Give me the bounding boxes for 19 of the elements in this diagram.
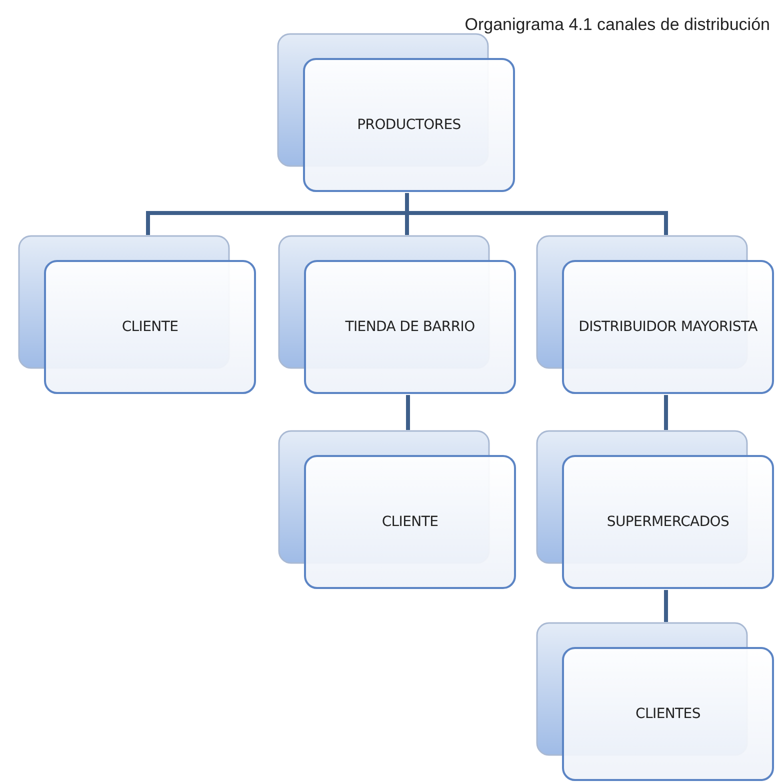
box-label: TIENDA DE BARRIO [345, 319, 475, 335]
org-chart-box [536, 235, 775, 395]
box-label: CLIENTE [122, 319, 178, 335]
connector-line [664, 590, 668, 622]
box-label: CLIENTES [636, 706, 700, 722]
org-chart-box [278, 235, 517, 395]
org-chart-box [536, 430, 775, 590]
box-label: CLIENTE [382, 514, 438, 530]
box-label: PRODUCTORES [357, 117, 461, 133]
box-label: SUPERMERCADOS [606, 514, 730, 530]
org-chart-box [18, 235, 257, 395]
org-chart-box [278, 430, 517, 590]
connector-line [664, 395, 668, 430]
chart-title: Organigrama 4.1 canales de distribución [464, 15, 770, 35]
connector-line [406, 395, 410, 430]
org-chart-box [536, 622, 775, 782]
box-label: DISTRIBUIDOR MAYORISTA [578, 319, 758, 335]
connector-line [405, 193, 668, 235]
org-chart-box [277, 33, 516, 193]
